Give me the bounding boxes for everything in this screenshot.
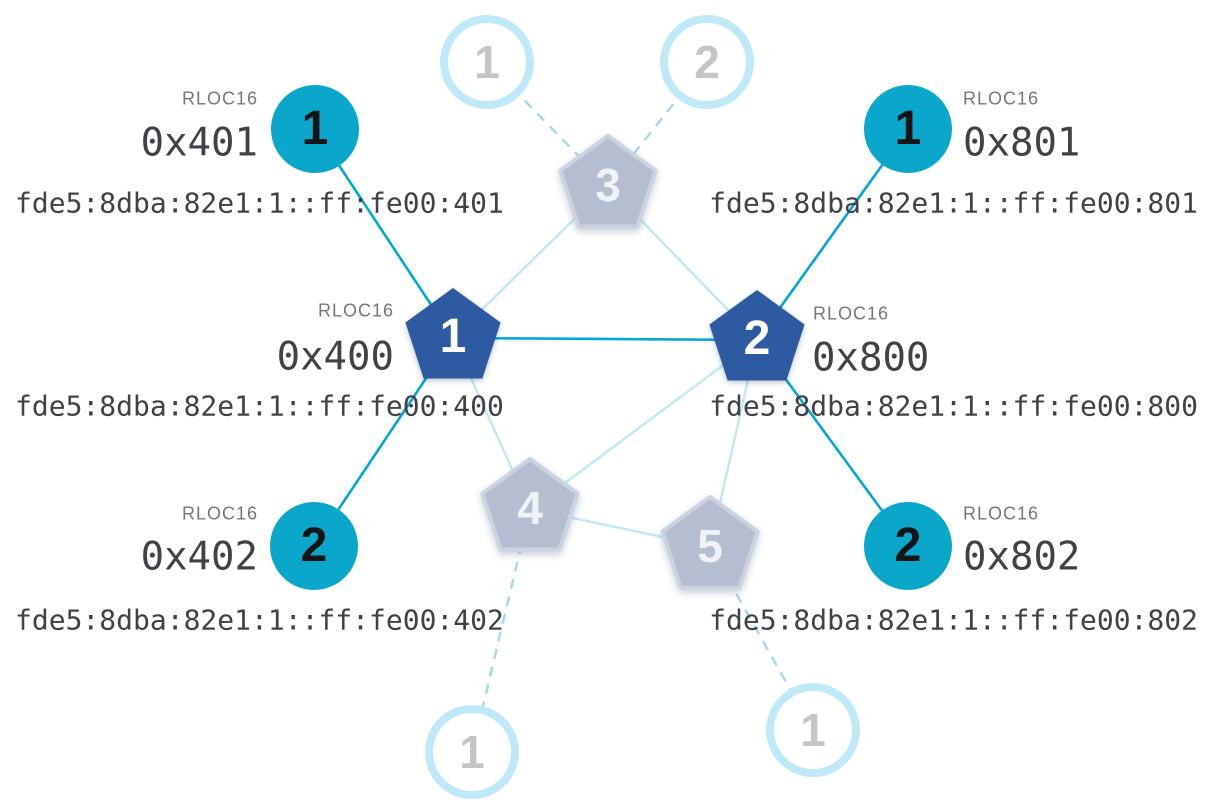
link-router-0x400-router-0x800 xyxy=(452,336,758,342)
rloc16-value-0x801: 0x801 xyxy=(963,120,1081,166)
router-node-0x800[interactable]: 2 xyxy=(707,288,807,388)
child-node-0x402[interactable]: 2 xyxy=(270,502,358,590)
pentagon-shape xyxy=(405,288,501,379)
ipv6-address-0x800: fde5:8dba:82e1:1::ff:fe00:800 xyxy=(709,389,1198,423)
link-router-0x800-router-4 xyxy=(529,339,758,510)
ipv6-address-0x802: fde5:8dba:82e1:1::ff:fe00:802 xyxy=(709,603,1198,637)
node-number: 1 xyxy=(301,102,329,155)
rloc16-value-0x802: 0x802 xyxy=(963,534,1081,580)
pentagon-shape xyxy=(480,457,580,552)
child-node-0x801[interactable]: 1 xyxy=(864,85,952,173)
faded-child-node-bottom-right[interactable]: 1 xyxy=(766,683,860,777)
node-number: 2 xyxy=(694,36,720,88)
ipv6-address-0x400: fde5:8dba:82e1:1::ff:fe00:400 xyxy=(15,389,504,423)
faded-router-node-3[interactable]: 3 xyxy=(558,134,658,234)
node-number: 1 xyxy=(474,36,500,88)
rloc16-label-0x402: RLOC16 xyxy=(181,503,258,524)
rloc16-value-0x400: 0x400 xyxy=(276,334,394,380)
child-node-0x802[interactable]: 2 xyxy=(864,502,952,590)
node-number: 2 xyxy=(743,312,771,365)
faded-router-node-4[interactable]: 4 xyxy=(480,457,580,557)
node-number: 4 xyxy=(517,482,543,534)
rloc16-label-0x800: RLOC16 xyxy=(813,303,890,324)
faded-child-node-bottom-left[interactable]: 1 xyxy=(425,705,519,799)
node-number: 5 xyxy=(697,520,723,572)
pentagon-shape xyxy=(558,134,658,229)
faded-child-node-top-1[interactable]: 1 xyxy=(440,15,534,109)
node-number: 2 xyxy=(300,519,328,572)
router-node-0x400[interactable]: 1 xyxy=(403,286,503,386)
node-number: 2 xyxy=(894,519,922,572)
rloc16-label-0x802: RLOC16 xyxy=(963,503,1040,524)
node-number: 1 xyxy=(459,726,485,778)
child-node-0x401[interactable]: 1 xyxy=(271,85,359,173)
ipv6-address-0x801: fde5:8dba:82e1:1::ff:fe00:801 xyxy=(709,186,1198,220)
faded-router-node-5[interactable]: 5 xyxy=(660,495,760,595)
rloc16-value-0x402: 0x402 xyxy=(140,534,258,580)
node-number: 3 xyxy=(595,159,621,211)
rloc16-value-0x800: 0x800 xyxy=(812,335,930,381)
pentagon-shape xyxy=(709,290,805,381)
ipv6-address-0x402: fde5:8dba:82e1:1::ff:fe00:402 xyxy=(15,603,504,637)
faded-child-node-top-2[interactable]: 2 xyxy=(660,15,754,109)
rloc16-value-0x401: 0x401 xyxy=(140,120,258,166)
node-number: 1 xyxy=(800,704,826,756)
rloc16-label-0x801: RLOC16 xyxy=(963,88,1040,109)
node-number: 1 xyxy=(439,310,467,363)
pentagon-shape xyxy=(660,495,760,590)
ipv6-address-0x401: fde5:8dba:82e1:1::ff:fe00:401 xyxy=(15,186,504,220)
node-number: 1 xyxy=(894,102,922,155)
rloc16-label-0x401: RLOC16 xyxy=(181,88,258,109)
rloc16-label-0x400: RLOC16 xyxy=(317,300,394,321)
